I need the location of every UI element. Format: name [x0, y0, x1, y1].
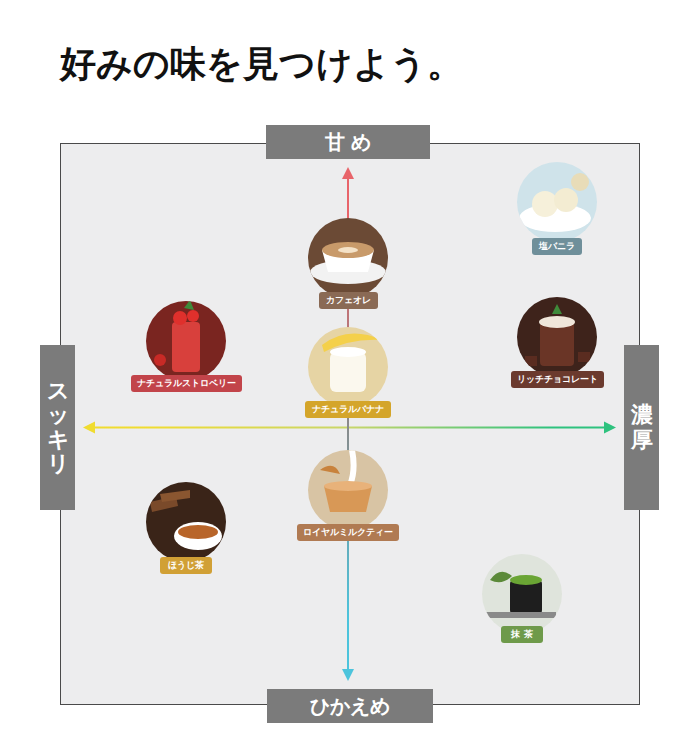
arrow-head: [342, 167, 354, 179]
label-text: 濃厚: [631, 403, 653, 451]
label-text: 塩バニラ: [539, 240, 575, 253]
axis-arrow: [83, 422, 616, 434]
label-text: リッチチョコレート: [517, 373, 598, 386]
arrow-head: [604, 422, 616, 434]
label-text: ひかえめ: [310, 693, 390, 720]
banana-picture: [308, 327, 388, 407]
matcha-picture: [482, 554, 562, 634]
axis-label-box: ひかえめ: [267, 689, 433, 723]
chocolate-picture: [517, 297, 597, 377]
vanilla-picture: [517, 162, 597, 242]
flavor-label: ロイヤルミルクティー: [297, 524, 399, 541]
arrow-head: [83, 422, 95, 434]
flavor-label: ナチュラルバナナ: [305, 401, 391, 418]
cafe-au-lait-picture: [308, 218, 388, 298]
flavor-label: 抹 茶: [501, 626, 543, 643]
flavor-label: カフェオレ: [319, 292, 378, 309]
axis-label-box: 甘 め: [266, 125, 430, 159]
flavor-label: リッチチョコレート: [511, 371, 604, 388]
label-text: ナチュラルストロベリー: [137, 377, 236, 390]
axis-label-box: スッキリ: [40, 345, 75, 510]
flavor-label: ほうじ茶: [160, 557, 212, 574]
label-text: スッキリ: [47, 379, 69, 476]
label-text: 甘 め: [325, 129, 372, 156]
label-text: カフェオレ: [326, 294, 371, 307]
label-text: ロイヤルミルクティー: [303, 526, 393, 539]
arrow-head: [342, 669, 354, 681]
hojicha-picture: [146, 482, 226, 562]
page-title: 好みの味を見つけよう。: [60, 40, 463, 89]
strawberry-picture: [146, 300, 226, 381]
label-text: ほうじ茶: [168, 559, 204, 572]
milk-tea-picture: [308, 450, 388, 530]
flavor-label: ナチュラルストロベリー: [131, 375, 242, 392]
label-text: 抹 茶: [511, 628, 532, 641]
axis-line: [93, 427, 606, 429]
flavor-label: 塩バニラ: [532, 238, 582, 255]
label-text: ナチュラルバナナ: [312, 403, 384, 416]
axis-label-box: 濃厚: [624, 345, 659, 510]
